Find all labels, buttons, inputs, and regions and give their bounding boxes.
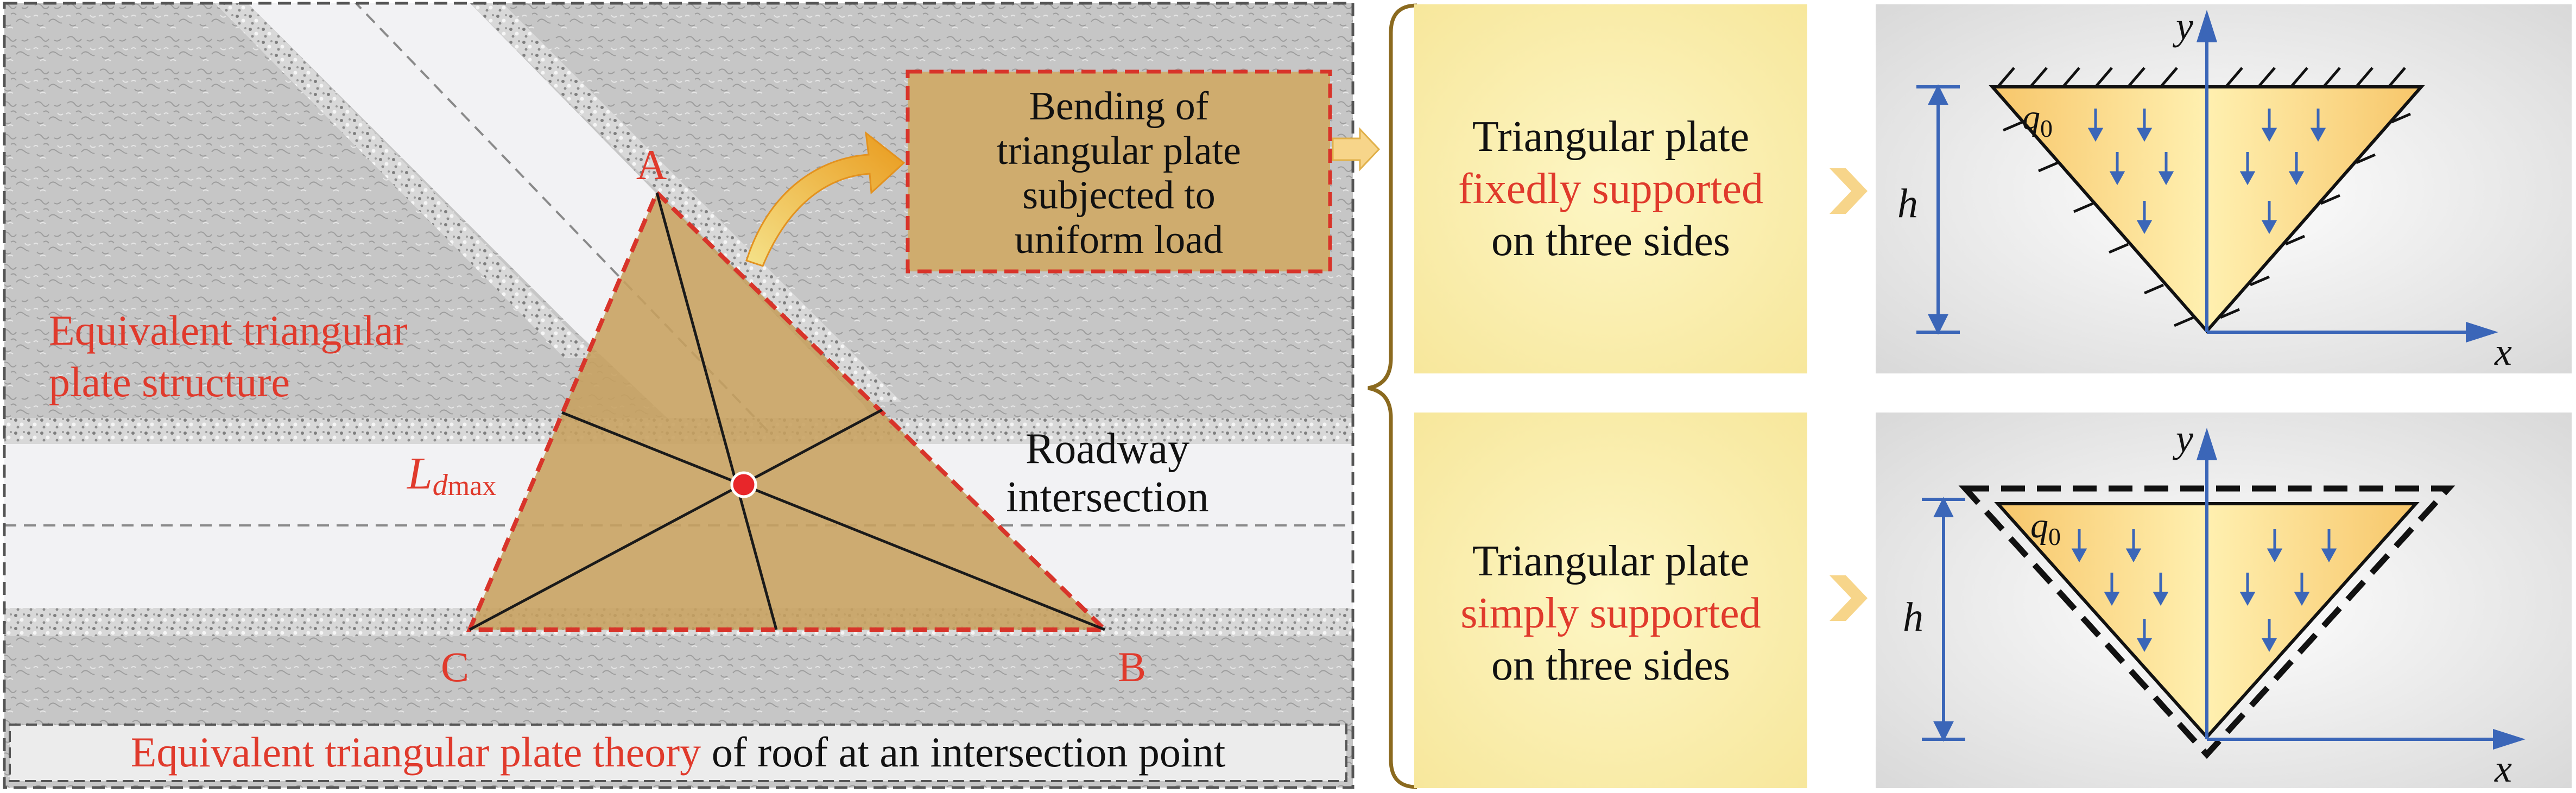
top-case-line2: fixedly supported (1458, 165, 1763, 213)
vertex-b-label: B (1118, 643, 1146, 690)
left-panel-border (3, 2, 1355, 789)
bottom-case-line3: on three sides (1491, 642, 1730, 689)
top-axis-x: x (2494, 330, 2512, 373)
top-case-line1: Triangular plate (1472, 113, 1749, 161)
left-panel: A B C Ldmax Equivalent triangular plate … (3, 2, 1355, 789)
top-case-text-box (1414, 4, 1807, 373)
bottom-axis-y: y (2172, 417, 2193, 460)
bottom-case: Triangular plate simply supported on thr… (1414, 413, 2572, 790)
caption-box (9, 724, 1347, 782)
roadway-intersection-label-line1: Roadway (1026, 425, 1189, 473)
caption-text: Equivalent triangular plate theory of ro… (131, 728, 1226, 776)
bottom-axis-x: x (2494, 747, 2512, 790)
bottom-axes (1922, 428, 2526, 750)
connector-arrow (1332, 127, 1381, 172)
vertex-a-label: A (636, 141, 667, 188)
curved-arrow (745, 131, 906, 267)
diagonal-centerline (354, 3, 772, 435)
right-brace (1368, 3, 1417, 789)
bending-text-line1: Bending of (1029, 84, 1209, 129)
bending-box (906, 69, 1332, 274)
median-c (469, 408, 883, 631)
bottom-case-chevron (1830, 575, 1868, 621)
bending-text-line3: subjected to (1022, 173, 1216, 218)
diagonal-roadway-edge-left (214, 3, 597, 358)
top-case-chevron (1830, 168, 1868, 214)
bottom-case-text-box (1414, 413, 1807, 788)
top-fixed-hatches (1997, 67, 2411, 327)
ldmax-label: Ldmax (407, 448, 496, 502)
bottom-case-line1: Triangular plate (1472, 537, 1749, 585)
top-axis-y: y (2172, 4, 2193, 48)
bending-text-line2: triangular plate (997, 129, 1241, 173)
top-load-arrows (2087, 109, 2326, 234)
bottom-load-label: q0 (2030, 506, 2061, 550)
top-axes (1916, 10, 2498, 343)
bottom-support-outline (1958, 485, 2455, 759)
top-height-label: h (1897, 181, 1918, 226)
top-case-line3: on three sides (1491, 217, 1730, 265)
median-a (655, 192, 778, 630)
vertex-c-label: C (441, 643, 469, 690)
diagonal-roadway-edge-right (470, 3, 901, 402)
bottom-height-label: h (1903, 594, 1923, 640)
bottom-load-arrows (2071, 529, 2337, 652)
equivalent-structure-label-line2: plate structure (49, 358, 290, 405)
top-case: Triangular plate fixedly supported on th… (1414, 4, 2572, 373)
median-b (561, 411, 1105, 631)
centroid-point (730, 471, 757, 498)
roadway-intersection-label-line2: intersection (1006, 473, 1208, 521)
bending-text-line4: uniform load (1015, 218, 1223, 262)
top-load-label: q0 (2022, 98, 2053, 142)
bottom-case-line2: simply supported (1460, 589, 1761, 637)
equivalent-structure-label-line1: Equivalent triangular (49, 307, 408, 354)
